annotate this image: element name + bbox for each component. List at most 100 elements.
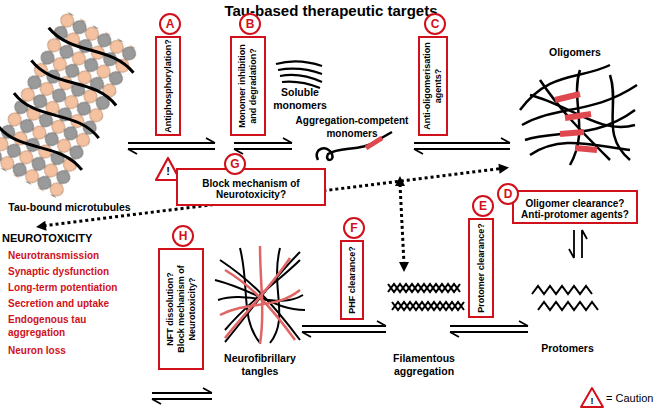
toxicity-item: Secretion and uptake: [8, 297, 143, 310]
target-box: Protomer clearance?E: [468, 218, 494, 318]
species-label: Tau-bound microtubules: [2, 201, 137, 214]
equilibrium-arrow: [152, 388, 212, 404]
callout-letter: A: [159, 13, 181, 35]
tau-strand: [12, 89, 101, 142]
tau-strand: [47, 24, 136, 76]
box-text: NFT dissolution?: [165, 272, 176, 346]
species-label: Soluble monomers: [268, 86, 332, 112]
arrow-head: [395, 176, 405, 186]
box-content: Protomer clearance?: [470, 220, 492, 316]
box-text: Oligomer clearance?: [526, 198, 625, 209]
species-label: Neurofibrillary tangles: [212, 352, 308, 378]
arrow-head: [498, 164, 509, 174]
species-label: Aggregation-competent monomers: [292, 114, 412, 140]
microtubule-body: [0, 10, 139, 200]
species-label: !: [162, 165, 174, 178]
toxicity-item: Long-term potentiation: [8, 281, 143, 294]
species-label: Oligomers: [540, 46, 610, 59]
box-text: Block mechanism of Neurotoxicity?: [180, 178, 322, 200]
target-box: Anti-oligomerisation agents?C: [418, 36, 448, 136]
aggregation-motif: [366, 138, 382, 148]
protomer-strand: [538, 302, 598, 310]
aggregation-motif: [575, 148, 597, 150]
species-label: Protomers: [530, 342, 605, 355]
oligomer-motifs: [555, 94, 597, 150]
box-content: NFT dissolution?Block mechanism of Neuro…: [160, 250, 202, 368]
oligomer-strand: [530, 143, 630, 155]
box-text: Block mechanism of Neurotoxicity?: [176, 252, 198, 366]
monomer-strand: [276, 61, 322, 66]
box-text: Anti-oligomerisation agents?: [422, 40, 444, 132]
box-content: Anti-oligomerisation agents?: [420, 38, 446, 134]
aggregation-motif: [560, 132, 584, 134]
box-text: Protomer clearance?: [476, 223, 487, 313]
box-text: PHF clearance?: [347, 246, 358, 314]
protomer-strand: [532, 286, 592, 294]
box-content: PHF clearance?: [342, 242, 362, 318]
equilibrium-arrow: [569, 230, 587, 258]
toxicity-item: Endogenous tau aggregation: [8, 313, 143, 339]
filaments: [388, 284, 464, 310]
box-content: Block mechanism of Neurotoxicity?: [178, 170, 324, 204]
species-label: !: [586, 395, 598, 408]
aggregation-motif: [555, 94, 580, 100]
box-content: Monomer inhibition and degradation?: [232, 38, 264, 134]
filament-strand: [392, 302, 464, 310]
callout-letter: D: [497, 183, 519, 205]
legend-text: = Caution: [606, 392, 653, 404]
aggregation-motif: [565, 114, 591, 118]
callout-letter: C: [424, 13, 446, 35]
toxicity-item: Synaptic dysfunction: [8, 265, 143, 278]
arrow-head: [399, 262, 409, 272]
protomers: [532, 286, 598, 310]
filament-strand: [388, 284, 460, 292]
callout-letter: E: [472, 195, 494, 217]
filament-strand: [388, 284, 460, 292]
target-box: Oligomer clearance?Anti-protomer agents?…: [512, 190, 638, 224]
tangle-fibre: [220, 290, 300, 315]
equilibrium-arrow: [234, 138, 292, 154]
tangle-red: [220, 246, 300, 344]
equilibrium-arrows: [128, 138, 587, 404]
tangle-fibre: [225, 258, 290, 338]
box-text: Monomer inhibition and degradation?: [237, 40, 259, 132]
toxicity-item: Neurotransmission: [8, 249, 143, 262]
oligomer-strand: [530, 95, 635, 127]
target-box: Block mechanism of Neurotoxicity?G: [176, 168, 326, 206]
target-box: Antiphosphorylation?A: [155, 36, 181, 136]
tau-strand: [29, 57, 118, 110]
arrow-head: [36, 221, 47, 231]
monomer-strand: [278, 69, 322, 74]
tangle-fibre: [270, 248, 280, 343]
dotted-arrow: [400, 184, 404, 264]
callout-letter: H: [172, 225, 194, 247]
callout-letter: B: [239, 13, 261, 35]
tau-strand: [0, 121, 84, 174]
equilibrium-arrow: [128, 138, 215, 154]
box-content: Oligomer clearance?Anti-protomer agents?: [514, 192, 636, 222]
toxicity-item: Neuron loss: [8, 344, 143, 357]
equilibrium-arrow: [302, 321, 386, 337]
box-content: Antiphosphorylation?: [157, 38, 179, 134]
microtubule: [0, 7, 144, 202]
oligomer: [520, 65, 637, 165]
species-label: Filamentous aggregation: [378, 352, 470, 378]
tangle-fibre: [260, 246, 262, 344]
oligomer-strand: [540, 80, 610, 160]
oligomer-strand: [610, 75, 630, 160]
equilibrium-arrow: [414, 138, 510, 154]
box-text: Antiphosphorylation?: [163, 39, 174, 133]
filament-strand: [392, 302, 464, 310]
callout-letter: F: [343, 217, 365, 239]
callout-letter: G: [224, 153, 246, 175]
diagram-title: Tau-based therapeutic targets: [0, 2, 662, 19]
legend-caution-triangle: [581, 388, 603, 407]
target-box: PHF clearance?F: [340, 240, 364, 320]
target-box: Monomer inhibition and degradation?B: [230, 36, 266, 136]
equilibrium-arrow: [450, 321, 528, 337]
species-label: NEUROTOXICITY: [2, 232, 142, 245]
target-box: NFT dissolution?Block mechanism of Neuro…: [158, 248, 204, 370]
dotted-arrow: [42, 168, 505, 226]
box-text: Anti-protomer agents?: [521, 209, 629, 220]
